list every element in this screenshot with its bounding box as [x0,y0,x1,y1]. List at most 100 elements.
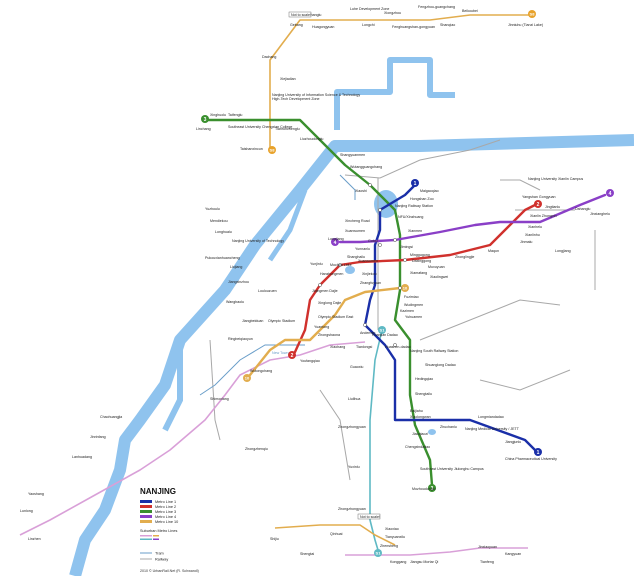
station-label[interactable]: Huagongyuan [312,25,334,29]
station-label[interactable]: Hedingqiao [415,377,433,381]
station-label[interactable]: Linchang [196,127,211,131]
station-dot[interactable] [363,323,367,327]
station-label[interactable]: Lanhuadang [72,455,92,459]
station-label[interactable]: Dahanglu [575,207,590,211]
line-3-badge[interactable]: 3 [428,484,436,492]
station-dot[interactable] [403,258,407,262]
line-1-badge[interactable]: 1 [411,179,419,187]
station-label[interactable]: Longhualu [215,230,232,234]
station-label[interactable]: Chaohuangjia [100,415,122,419]
station-label[interactable]: Zhongshaona [318,333,340,337]
station-label[interactable]: Xianlinhu [525,233,540,237]
station-label[interactable]: Xiamafang [410,271,427,275]
station-label[interactable]: Maigaoqiao [420,189,439,193]
station-label[interactable]: Shimoxiang [210,397,229,401]
line-s8-badge[interactable]: S8 [268,146,276,154]
station-label[interactable]: Dachang [262,55,276,59]
line-s1-badge[interactable]: S1 [374,549,382,557]
station-label[interactable]: Liujiang [230,265,242,269]
station-label[interactable]: Yuantong [314,325,329,329]
station-label[interactable]: Yangshan Gongyuan [522,195,556,199]
station-label[interactable]: Shuanglong Dadao [425,363,456,367]
station-dot[interactable] [368,183,372,187]
station-label[interactable]: Minggugong [410,253,430,257]
station-label[interactable]: Muxuyuan [428,265,445,269]
station-label[interactable]: Liuzhoudonglu [300,137,323,141]
station-label[interactable]: Jinrinfang [90,435,106,439]
station-label[interactable]: Jingtianlu [545,205,560,209]
station-label[interactable]: China Pharmaceutical University [505,457,557,461]
station-label[interactable]: Baijiahu [410,409,423,413]
station-label[interactable]: Wangbaolu [226,300,244,304]
station-label[interactable]: Ringbeiqiaoyun [228,337,253,341]
station-dot[interactable] [393,343,397,347]
line-2-badge[interactable]: 2 [288,351,296,359]
station-label[interactable]: Nanjing South Railway Station [410,349,458,353]
station-label[interactable]: Xiaoshi [355,189,367,193]
line-4-badge[interactable]: 4 [606,189,614,197]
station-label[interactable]: Pukouxianhuancheng [205,256,240,260]
station-label[interactable]: Kangyuan [505,552,521,556]
station-label[interactable]: Hongshan Zoo [410,197,434,201]
station-label[interactable]: Xiejiadian [280,77,296,81]
station-label[interactable]: Shijiu [270,537,279,541]
station-label[interactable]: Longchi [362,23,375,27]
station-label[interactable]: Youfangqiao [300,359,320,363]
station-label[interactable]: Guaoxiu [350,365,363,369]
station-label[interactable]: Xincheng Road [345,219,370,223]
station-label[interactable]: Shengtailu [415,392,432,396]
station-label[interactable]: Linzhen [28,537,41,541]
station-label[interactable]: Xiaoxiao [385,527,399,531]
station-label[interactable]: Yuxinlu [348,465,360,469]
station-label[interactable]: Southeast University Chengxian College [228,125,292,129]
line-10-badge[interactable]: 10 [243,374,251,382]
station-label[interactable]: Jinxiaoyuan [478,545,497,549]
station-label[interactable]: Yaoshang [28,492,44,496]
station-dot[interactable] [338,263,342,267]
station-label[interactable]: Gulou [368,239,378,243]
station-label[interactable]: Yunjinlu [310,262,323,266]
station-label[interactable]: Xianhelu [528,225,542,229]
station-dot[interactable] [378,208,382,212]
line-3-badge[interactable]: 3 [201,115,209,123]
station-label[interactable]: Olympic Stadium [268,319,295,323]
station-label[interactable]: Zhonglingjie [455,255,474,259]
station-label[interactable]: Qinhuai [330,532,343,536]
line-10-badge[interactable]: 10 [401,284,409,292]
station-label[interactable]: Luhe Development Zone [350,7,389,11]
station-label[interactable]: Yunnanlu [355,247,370,251]
station-label[interactable]: Beikoubei [462,9,478,13]
station-label[interactable]: Gebang [290,23,303,27]
station-dot[interactable] [398,286,402,290]
station-label[interactable]: Yuhuamen [405,315,422,319]
station-label[interactable]: Jiangsu Mortar Qi [410,560,439,564]
station-label[interactable]: Xuanwumen [358,259,378,263]
station-label[interactable]: Nanjing Medical University / JETT [465,427,520,431]
station-label[interactable]: Jinxianghelu [590,212,610,216]
station-label[interactable]: Longmiandadao [478,415,504,419]
station-label[interactable]: Nanjing University of Technology [232,239,284,243]
station-label[interactable]: Zhensheng [380,544,398,548]
station-label[interactable]: Nanjing Railway Station [395,204,433,208]
station-label[interactable]: Shengtai [300,552,314,556]
station-label[interactable]: Tianfeng [480,560,494,564]
station-label[interactable]: Xuanwumen [345,229,365,233]
station-label[interactable]: Olympic Stadium East [318,315,353,319]
station-label[interactable]: Jinniuhu (Tianzi Lake) [508,23,543,27]
station-label[interactable]: Jimingsi [400,245,413,249]
station-label[interactable]: Mozhoudonglu [412,487,436,491]
station-label[interactable]: Zhuchanlu [440,425,457,429]
station-dot[interactable] [393,238,397,242]
station-label[interactable]: Longjiang [555,249,571,253]
station-label[interactable]: Fuzimiao [404,295,419,299]
station-label[interactable]: Jiangxinzhou [228,280,249,284]
station-label[interactable]: Ruanjian Dadao [372,333,398,337]
station-label[interactable]: Fengzhou-guangchang [418,5,455,9]
station-label[interactable]: Xianmen [408,229,422,233]
station-label[interactable]: Huashen-dadao [385,345,411,349]
line-s8-badge[interactable]: S8 [528,10,536,18]
station-dot[interactable] [318,283,322,287]
line-1-badge[interactable]: 1 [534,448,542,456]
line-2-badge[interactable]: 2 [534,200,542,208]
station-label[interactable]: Shanghailu [347,255,365,259]
